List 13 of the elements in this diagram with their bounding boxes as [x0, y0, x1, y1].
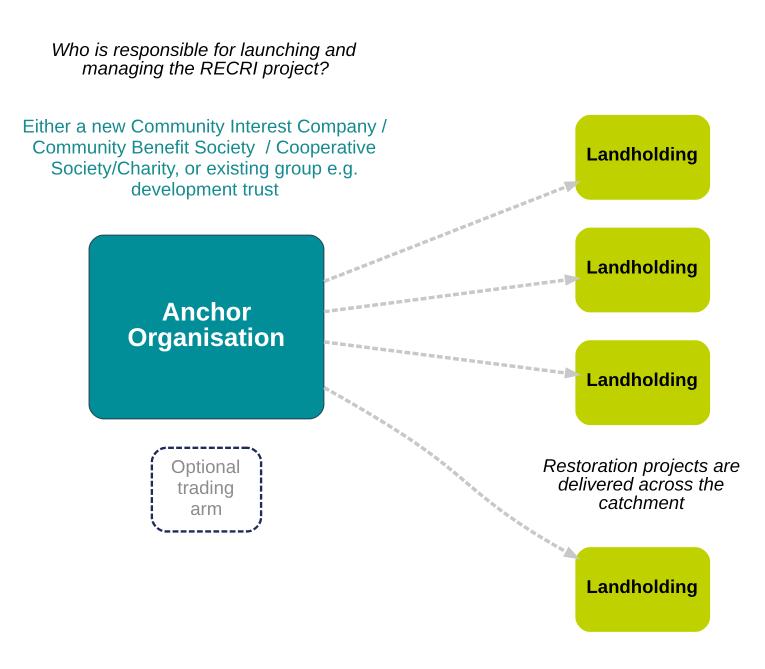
- node-box: Optional trading arm: [150, 446, 262, 533]
- node-box: Landholding: [575, 114, 710, 200]
- arrow: [323, 386, 580, 560]
- label: Who is responsible for launching and managing the RECRI project?: [51, 39, 356, 79]
- arrow: [324, 340, 582, 379]
- arrow: [324, 274, 582, 314]
- node-label: Either a new Community Interest Company / Community Benefit Society / Cooperative Society/Charity, or existing group e.g. development trust: [22, 116, 387, 200]
- node-box: Landholding: [575, 340, 710, 426]
- label: Restoration projects are delivered across the catchment: [542, 454, 740, 514]
- node-box: Landholding: [575, 547, 710, 632]
- node-box: Landholding: [575, 228, 710, 312]
- arrow: [323, 181, 581, 284]
- node-box: Anchor Organisation: [88, 234, 324, 420]
